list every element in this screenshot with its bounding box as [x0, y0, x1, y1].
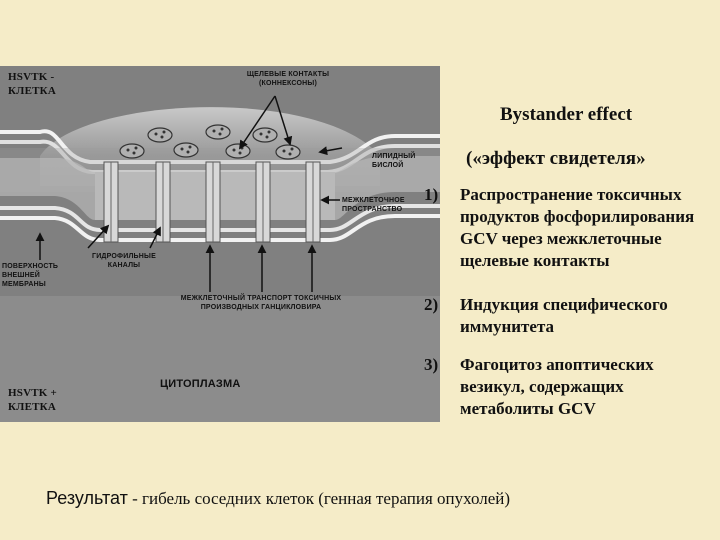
list-number: 2): [424, 295, 439, 314]
list-item-1: 1) Распространение токсичных продуктов ф…: [424, 184, 720, 276]
label-membrane-surface: ПОВЕРХНОСТЬ ВНЕШНЕЙ МЕМБРАНЫ: [2, 263, 59, 288]
diagram-drawing: [0, 66, 440, 422]
list-text-line: метаболиты GCV: [460, 399, 596, 418]
label-hsv-bottom: HSVtk + клетка: [8, 387, 57, 413]
label-hydrophilic-channels: ГИДРОФИЛЬНЫЕ КАНАЛЫ: [92, 253, 156, 269]
list-item-2: 2) Индукция специфического иммунитета: [424, 294, 720, 340]
list-text-line: иммунитета: [460, 317, 554, 336]
label-lipid-bilayer: ЛИПИДНЫЙ БИСЛОЙ: [372, 153, 416, 169]
label-intercellular-space: МЕЖКЛЕТОЧНОЕ ПРОСТРАНСТВО: [342, 197, 405, 213]
list-text-line: Распространение токсичных: [460, 185, 682, 204]
list-number: 3): [424, 355, 439, 374]
result-label: Результат: [46, 488, 128, 508]
result-text: - гибель соседних клеток (генная терапия…: [127, 489, 511, 508]
label-transport: МЕЖКЛЕТОЧНЫЙ ТРАНСПОРТ ТОКСИЧНЫХ ПРОИЗВО…: [180, 295, 342, 311]
result-line: Результат - гибель соседних клеток (генн…: [46, 488, 510, 509]
label-gap-junctions: ЩЕЛЕВЫЕ КОНТАКТЫ (КОННЕКСОНЫ): [246, 71, 330, 87]
list-text-line: щелевые контакты: [460, 251, 610, 270]
gap-junction-diagram: HSVtk - клетка ЩЕЛЕВЫЕ КОНТАКТЫ (КОННЕКС…: [0, 66, 440, 422]
list-text-line: везикул, содержащих: [460, 377, 624, 396]
slide-title: Bystander effect: [500, 104, 633, 125]
list-number: 1): [424, 185, 439, 204]
label-hsv-top: HSVtk - клетка: [8, 71, 56, 97]
label-cytoplasm: ЦИТОПЛАЗМА: [160, 378, 241, 390]
diagram-arrows: [35, 95, 343, 292]
slide-subtitle: («эффект свидетеля»: [466, 148, 646, 169]
list-text-line: GCV через межклеточные: [460, 229, 662, 248]
list-text-line: продуктов фосфорилирования: [460, 207, 695, 226]
upper-membrane-dome: [40, 107, 380, 186]
list-item-3: 3) Фагоцитоз апоптических везикул, содер…: [424, 354, 720, 422]
list-text-line: Фагоцитоз апоптических: [460, 355, 654, 374]
list-text-line: Индукция специфического: [460, 295, 668, 314]
